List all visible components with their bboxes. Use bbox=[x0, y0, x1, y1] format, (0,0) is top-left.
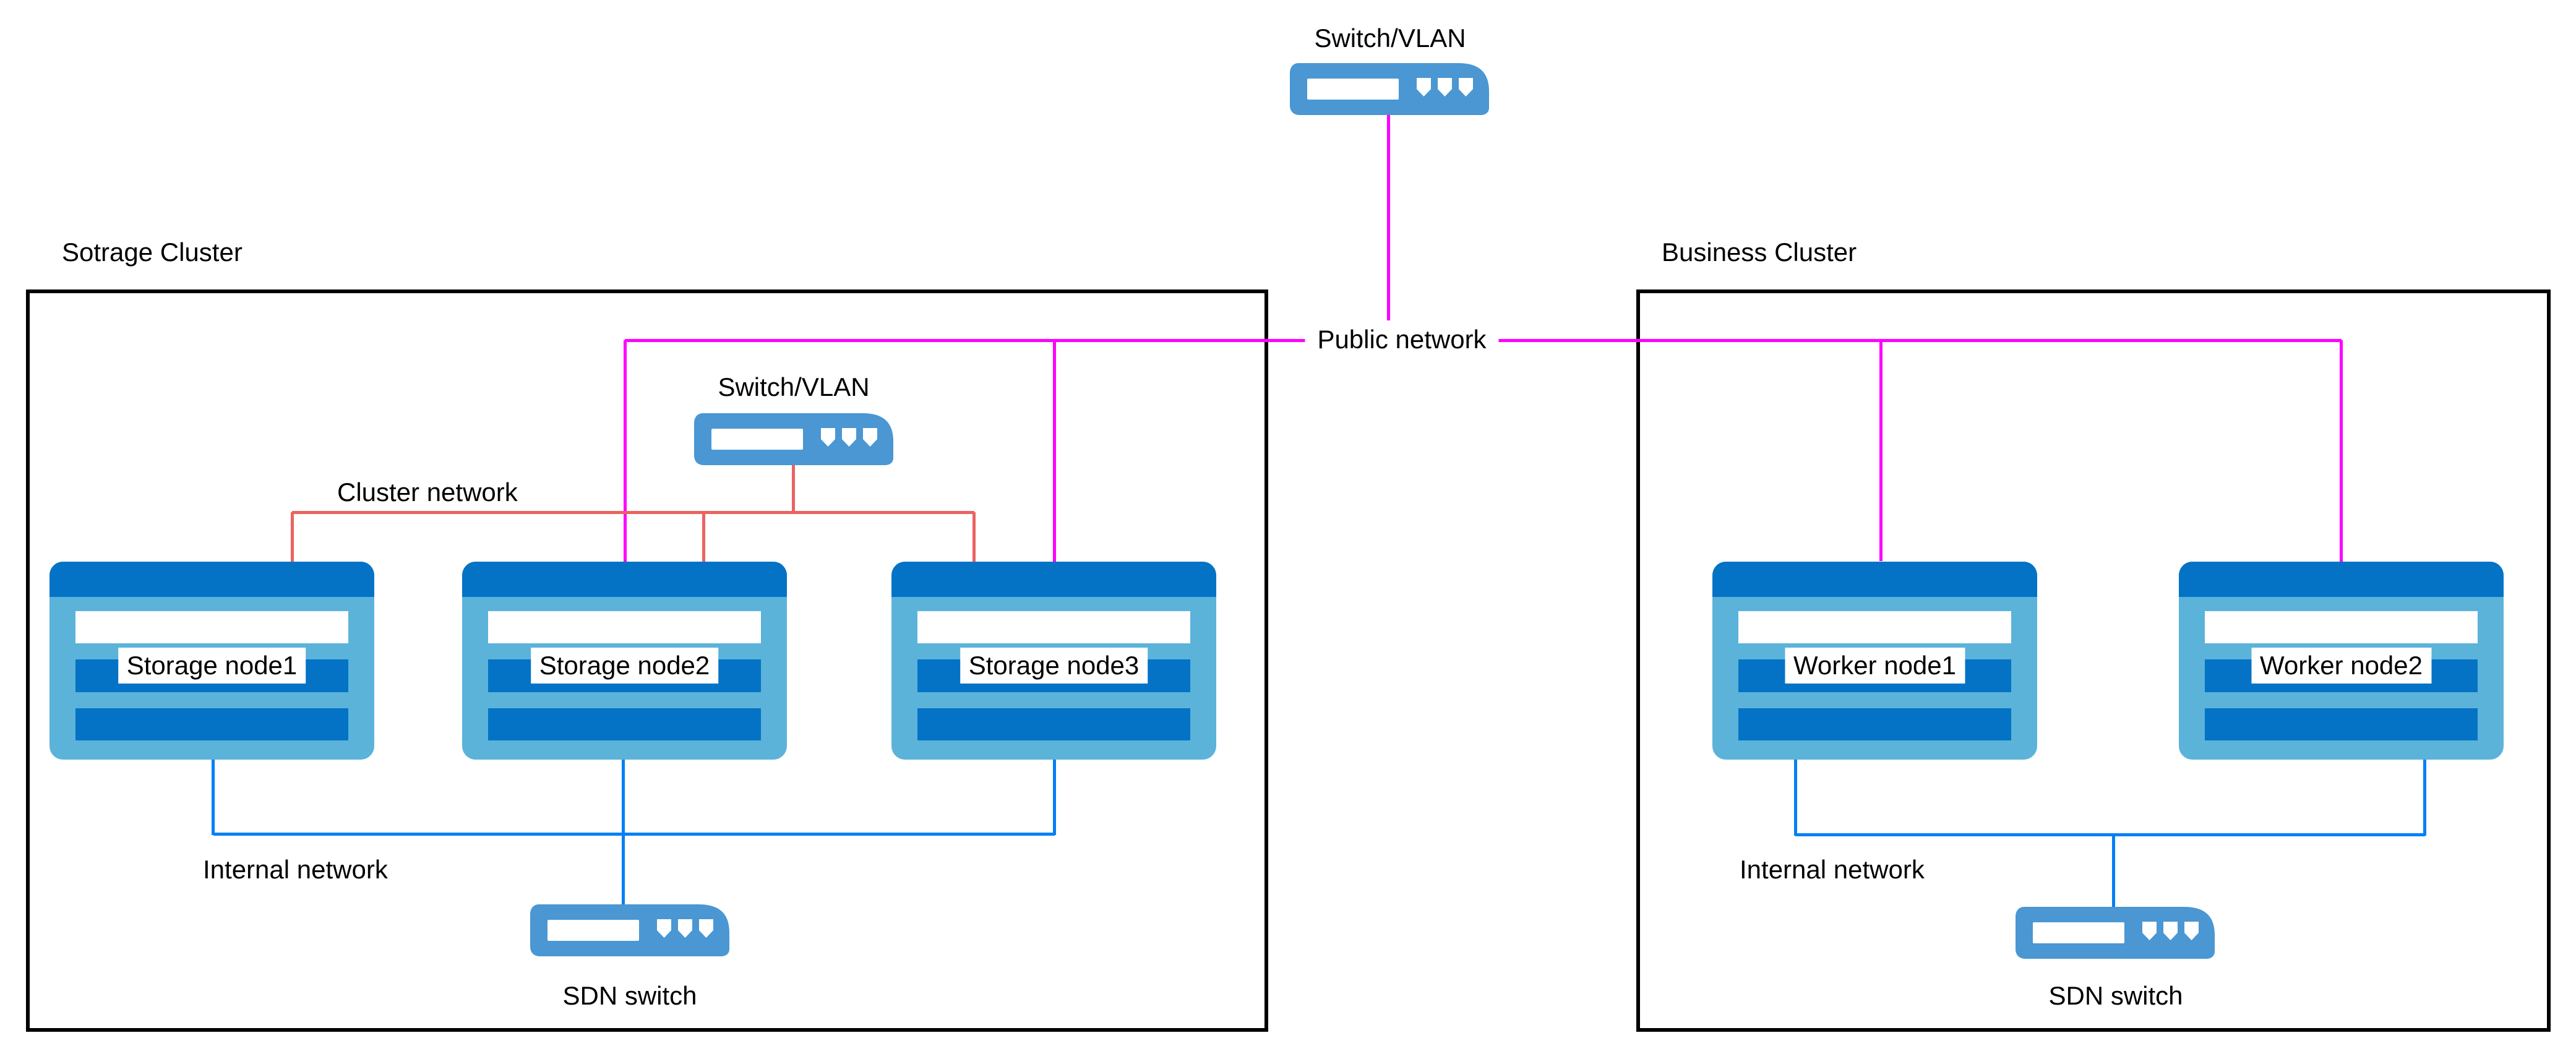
storage-sdn-switch-label: SDN switch bbox=[562, 981, 697, 1010]
public-network-top-switch-stem bbox=[1387, 115, 1390, 341]
internal-network-sdn-stem-business bbox=[2112, 834, 2115, 908]
worker-node2-label: Worker node2 bbox=[2251, 648, 2432, 684]
public-network-drop-worker-node1 bbox=[1879, 340, 1883, 561]
storage-node3-label: Storage node3 bbox=[960, 648, 1148, 684]
top-switch-vlan-label: Switch/VLAN bbox=[1314, 24, 1466, 53]
server-slot bbox=[75, 611, 348, 643]
public-network-label: Public network bbox=[1305, 320, 1499, 359]
storage-node3: Storage node3 bbox=[891, 562, 1216, 760]
server-slot bbox=[2205, 708, 2478, 740]
server-top-band bbox=[1712, 562, 2037, 597]
business-cluster-title: Business Cluster bbox=[1662, 238, 1857, 267]
storage-internal-network-label: Internal network bbox=[203, 855, 388, 884]
business-sdn-switch-icon bbox=[2016, 907, 2215, 959]
top-switch-vlan-icon bbox=[1290, 63, 1489, 115]
server-top-band bbox=[2179, 562, 2504, 597]
server-top-band bbox=[462, 562, 787, 597]
server-top-band bbox=[49, 562, 374, 597]
storage-node2: Storage node2 bbox=[462, 562, 787, 760]
business-internal-network-label: Internal network bbox=[1740, 855, 1925, 884]
business-cluster-box bbox=[1636, 289, 2551, 1032]
cluster-network-drop-storage-node2 bbox=[702, 512, 705, 562]
worker-node1-label: Worker node1 bbox=[1784, 648, 1965, 684]
storage-node1-label: Storage node1 bbox=[118, 648, 306, 684]
server-slot bbox=[488, 611, 761, 643]
storage-sdn-switch-icon bbox=[530, 904, 729, 956]
internal-network-bus-business bbox=[1795, 833, 2425, 836]
public-network-drop-storage-node2 bbox=[624, 340, 627, 562]
business-sdn-switch-label: SDN switch bbox=[2048, 981, 2183, 1010]
server-slot bbox=[488, 708, 761, 740]
server-slot bbox=[1738, 708, 2011, 740]
internal-network-drop-worker-node2 bbox=[2423, 760, 2426, 836]
internal-network-drop-storage-node2-to-sdn bbox=[622, 760, 625, 906]
cluster-network-switch-stem bbox=[792, 464, 795, 512]
storage-cluster-box bbox=[26, 289, 1268, 1032]
server-slot bbox=[1738, 611, 2011, 643]
storage-cluster-title: Sotrage Cluster bbox=[62, 238, 243, 267]
storage-node1: Storage node1 bbox=[49, 562, 374, 760]
server-slot bbox=[2205, 611, 2478, 643]
worker-node2: Worker node2 bbox=[2179, 562, 2504, 760]
cluster-network-bus bbox=[292, 511, 974, 514]
server-top-band bbox=[891, 562, 1216, 597]
internal-network-drop-storage-node3 bbox=[1053, 760, 1056, 835]
internal-network-bus-storage bbox=[213, 833, 1055, 836]
server-slot bbox=[75, 708, 348, 740]
cluster-network-drop-storage-node3 bbox=[972, 512, 976, 562]
internal-network-drop-storage-node1 bbox=[212, 760, 215, 835]
storage-switch-vlan-icon bbox=[694, 413, 893, 465]
storage-node2-label: Storage node2 bbox=[530, 648, 719, 684]
storage-switch-vlan-label: Switch/VLAN bbox=[718, 372, 870, 401]
public-network-drop-worker-node2 bbox=[2340, 340, 2343, 562]
server-slot bbox=[917, 708, 1190, 740]
internal-network-drop-worker-node1 bbox=[1794, 760, 1797, 836]
cluster-network-label: Cluster network bbox=[337, 478, 518, 507]
public-network-drop-storage-node3 bbox=[1053, 340, 1056, 562]
cluster-network-drop-storage-node1 bbox=[291, 512, 294, 562]
worker-node1: Worker node1 bbox=[1712, 562, 2037, 760]
server-slot bbox=[917, 611, 1190, 643]
